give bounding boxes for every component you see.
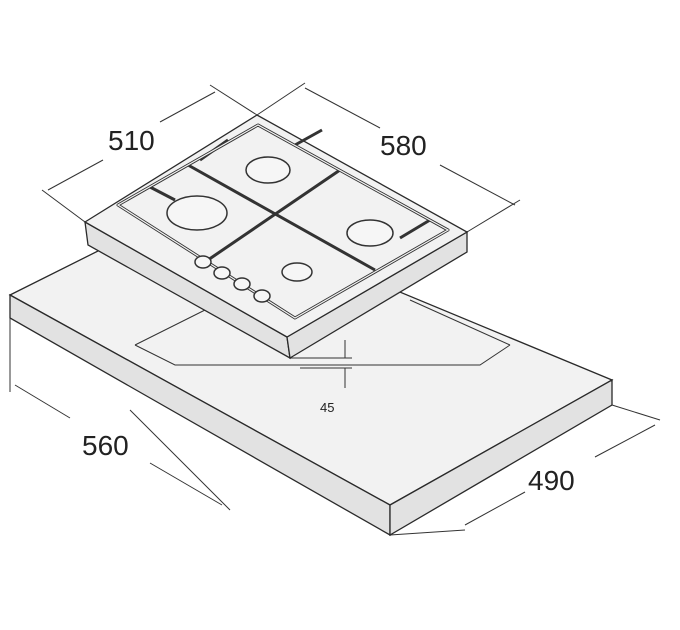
control-knobs [194,255,271,303]
dimension-580: 580 [380,130,427,161]
dimension-45: 45 [320,400,334,415]
gas-hob [83,114,469,360]
burner-front-right [281,262,313,282]
burner-rear-left [245,156,291,184]
dimension-490: 490 [528,465,575,496]
dimension-560: 560 [82,430,129,461]
dimension-lines [9,82,661,536]
dimension-510: 510 [108,125,155,156]
burner-front-left [166,195,228,231]
burners [166,156,394,282]
burner-rear-right [346,219,394,247]
